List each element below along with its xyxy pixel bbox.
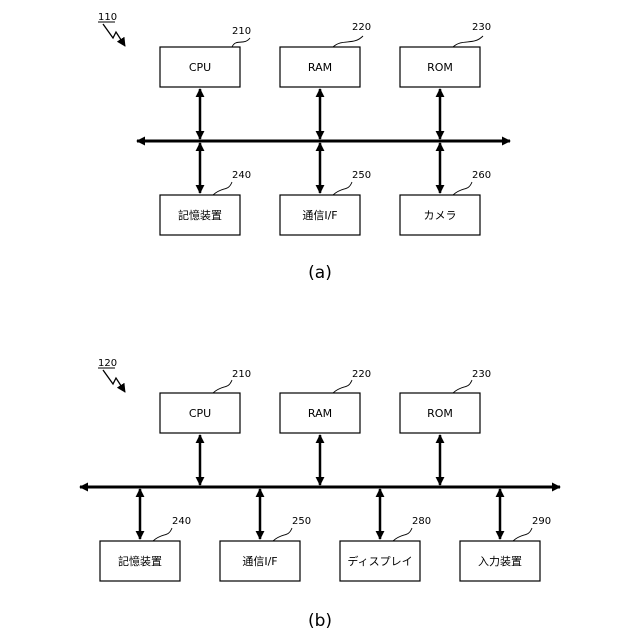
block-cpu-a: CPU 210 xyxy=(160,26,251,87)
block-label: ROM xyxy=(427,407,453,420)
block-rom-a: ROM 230 xyxy=(400,22,491,87)
diagram-b: 120 CPU 210 RAM 220 ROM 230 xyxy=(80,358,560,631)
block-label: 通信I/F xyxy=(242,555,277,568)
block-rom-b: ROM 230 xyxy=(400,369,491,433)
figure-ref-arrow-a xyxy=(103,24,125,46)
block-label: RAM xyxy=(308,61,332,74)
block-cpu-b: CPU 210 xyxy=(160,369,251,433)
block-ref: 210 xyxy=(232,26,251,37)
block-ref: 220 xyxy=(352,22,371,33)
block-label: 記憶装置 xyxy=(178,208,222,222)
caption-a: (a) xyxy=(308,263,332,283)
block-label: RAM xyxy=(308,407,332,420)
block-ref: 250 xyxy=(292,516,311,527)
block-input-b: 入力装置 290 xyxy=(460,516,551,581)
block-ref: 280 xyxy=(412,516,431,527)
block-label: カメラ xyxy=(424,209,457,222)
block-label: CPU xyxy=(189,61,211,74)
block-ref: 240 xyxy=(172,516,191,527)
block-ref: 240 xyxy=(232,170,251,181)
block-ram-a: RAM 220 xyxy=(280,22,371,87)
caption-b: (b) xyxy=(308,611,332,631)
block-storage-a: 記憶装置 240 xyxy=(160,170,251,235)
figure-ref-a: 110 xyxy=(98,12,117,23)
block-comm-a: 通信I/F 250 xyxy=(280,170,371,235)
block-comm-b: 通信I/F 250 xyxy=(220,516,311,581)
block-ref: 250 xyxy=(352,170,371,181)
figure-ref-b: 120 xyxy=(98,358,117,369)
block-ref: 230 xyxy=(472,22,491,33)
diagram-a: 110 CPU 210 RAM 220 ROM 230 xyxy=(98,12,510,283)
figure-ref-arrow-b xyxy=(103,370,125,392)
block-label: ROM xyxy=(427,61,453,74)
block-storage-b: 記憶装置 240 xyxy=(100,516,191,581)
block-label: 記憶装置 xyxy=(118,554,162,568)
block-label: 通信I/F xyxy=(302,209,337,222)
block-ram-b: RAM 220 xyxy=(280,369,371,433)
block-ref: 260 xyxy=(472,170,491,181)
block-ref: 210 xyxy=(232,369,251,380)
block-label: CPU xyxy=(189,407,211,420)
block-ref: 230 xyxy=(472,369,491,380)
block-display-b: ディスプレイ 280 xyxy=(340,516,431,581)
block-ref: 220 xyxy=(352,369,371,380)
block-label: ディスプレイ xyxy=(347,554,412,568)
block-camera-a: カメラ 260 xyxy=(400,170,491,235)
block-label: 入力装置 xyxy=(478,555,522,568)
block-ref: 290 xyxy=(532,516,551,527)
